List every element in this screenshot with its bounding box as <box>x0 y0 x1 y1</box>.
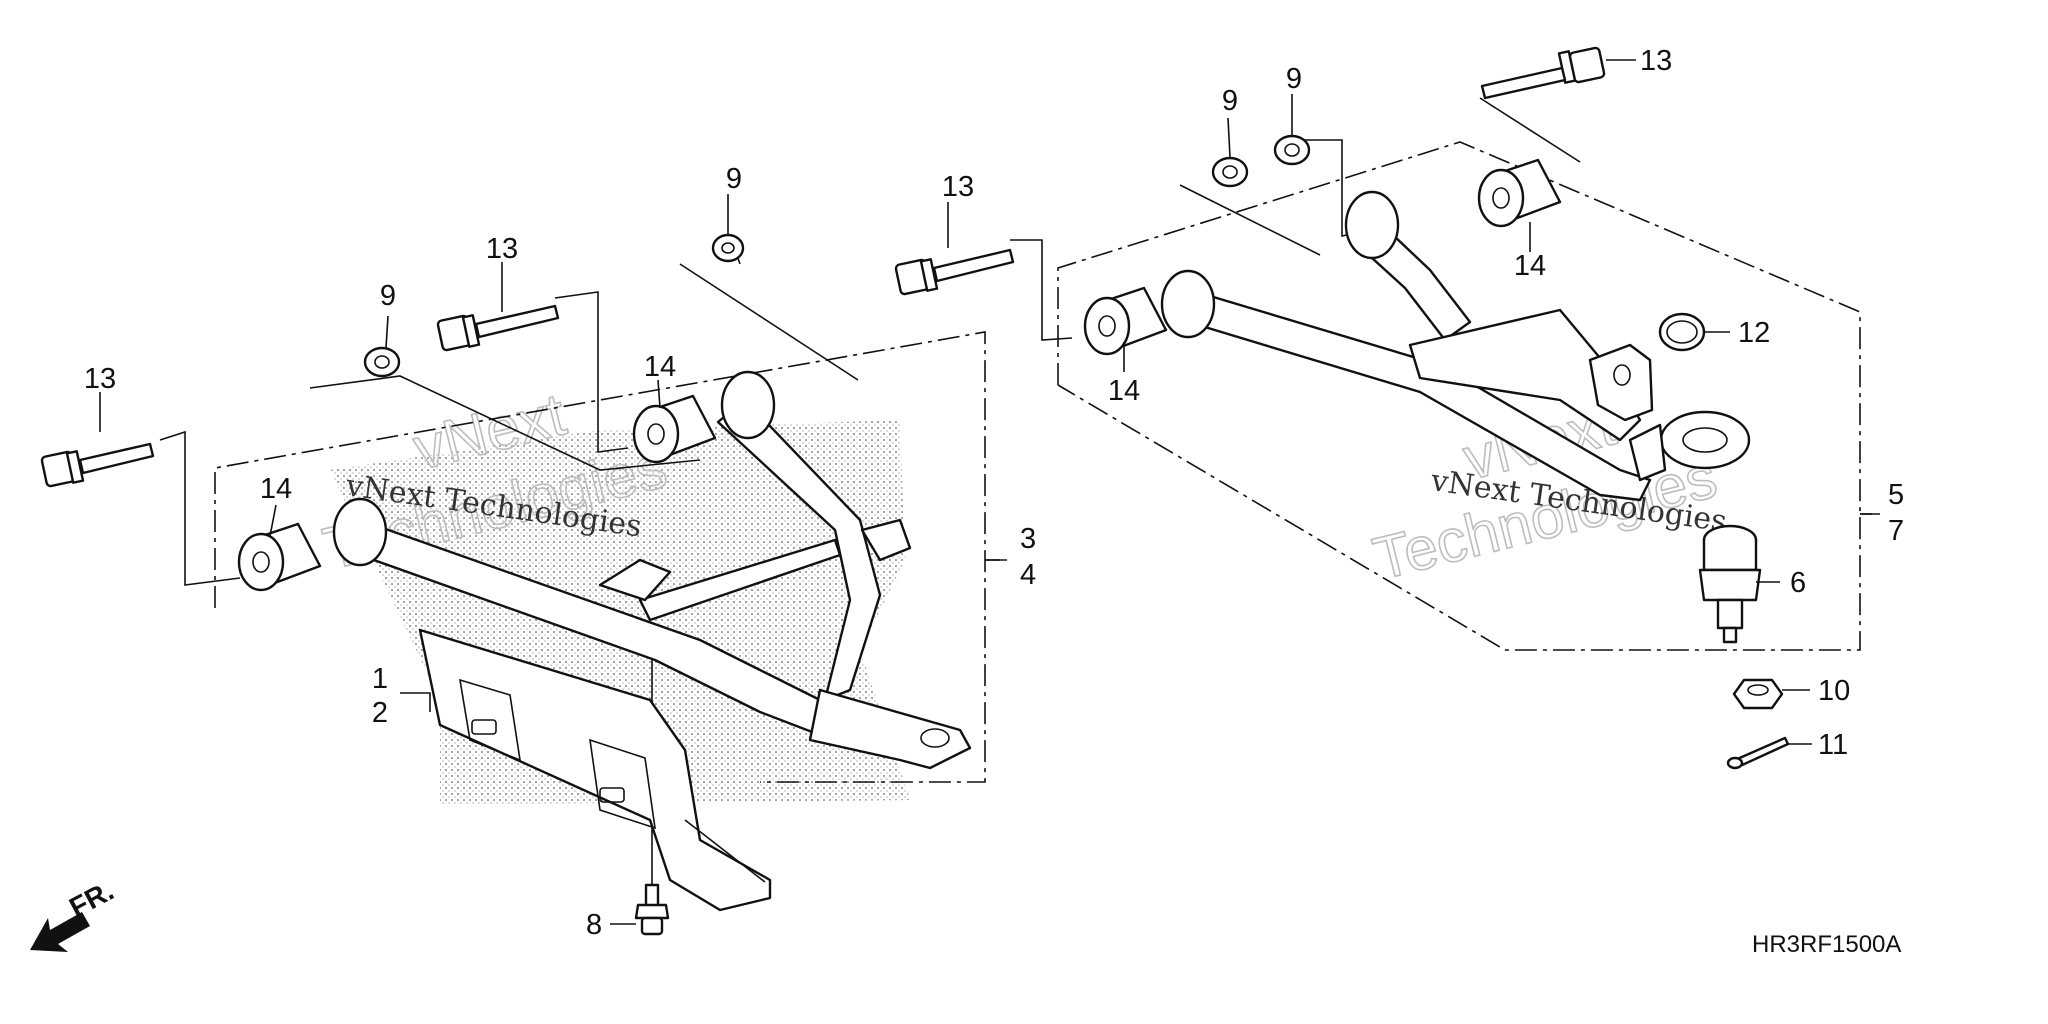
callout-14: 14 <box>1108 375 1140 407</box>
leader-lines <box>159 97 1581 885</box>
callout-10: 10 <box>1818 675 1850 707</box>
bushing-part-14-d <box>1477 158 1562 228</box>
callout-leaders <box>99 59 1872 925</box>
cotter-pin-part-11 <box>1726 736 1790 770</box>
callout-5: 5 <box>1888 479 1904 511</box>
callout-14: 14 <box>644 351 676 383</box>
front-marker-label: FR. <box>64 875 118 924</box>
callout-1: 1 <box>372 663 388 695</box>
front-direction-marker: FR. <box>30 875 119 952</box>
callout-7: 7 <box>1888 515 1904 547</box>
nut-part-9-d <box>1273 134 1311 166</box>
callout-3: 3 <box>1020 523 1036 555</box>
callout-6: 6 <box>1790 567 1806 599</box>
callout-9: 9 <box>1286 63 1302 95</box>
callout-12: 12 <box>1738 317 1770 349</box>
callout-9: 9 <box>380 280 396 312</box>
ball-joint-part-6 <box>1698 524 1762 644</box>
callout-9: 9 <box>726 163 742 195</box>
callout-9: 9 <box>1222 85 1238 117</box>
callout-13: 13 <box>942 171 974 203</box>
bolt-part-13-a <box>40 442 155 488</box>
bolt-part-8 <box>634 883 670 936</box>
callout-14: 14 <box>260 473 292 505</box>
circlip-part-12 <box>1658 312 1706 352</box>
bolt-part-13-b <box>436 304 560 352</box>
callout-labels: 13 13 13 13 9 9 9 9 14 14 14 14 1 2 3 4 … <box>84 45 1904 941</box>
bolt-part-13-c <box>894 248 1015 296</box>
skid-guard-part <box>418 628 772 912</box>
callout-2: 2 <box>372 697 388 729</box>
bushing-part-14-b <box>632 394 717 464</box>
callout-8: 8 <box>586 909 602 941</box>
nut-part-9-c <box>1211 156 1249 188</box>
front-arrow-icon <box>30 912 90 952</box>
callout-14: 14 <box>1514 250 1546 282</box>
nut-part-9-b <box>711 233 745 263</box>
callout-4: 4 <box>1020 559 1036 591</box>
callout-11: 11 <box>1818 729 1848 761</box>
bushing-part-14-c <box>1083 286 1168 356</box>
callout-13: 13 <box>1640 45 1672 77</box>
callout-13: 13 <box>84 363 116 395</box>
lower-a-arm-part <box>332 370 972 770</box>
bushing-part-14-a <box>237 522 322 592</box>
nut-part-9-a <box>363 346 401 378</box>
callout-13: 13 <box>486 233 518 265</box>
bolt-part-13-d <box>1480 46 1606 100</box>
upper-a-arm-part <box>1160 190 1751 502</box>
diagram-code: HR3RF1500A <box>1752 931 1901 958</box>
castle-nut-part-10 <box>1732 678 1784 710</box>
